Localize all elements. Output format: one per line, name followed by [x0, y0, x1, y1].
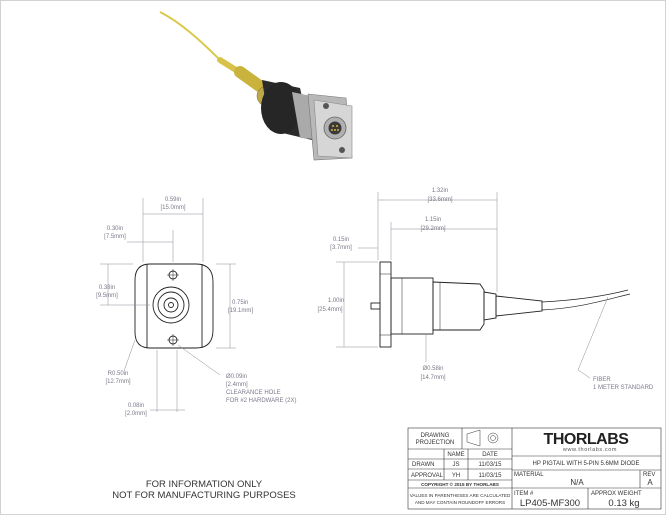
front-lower-in: 0.08in [128, 403, 144, 409]
fiber-label-1: FIBER [593, 377, 611, 383]
mount-hole-top [323, 103, 329, 109]
values-note-2: AND MAY CONTAIN ROUNDOFF ERRORS [415, 500, 505, 505]
side-body-mm: [29.2mm] [420, 226, 445, 232]
weight-label: APPROX WEIGHT [591, 491, 642, 497]
side-flange-in: 0.15in [333, 237, 349, 243]
approval-name: YH [452, 473, 460, 479]
front-socket-mid [157, 291, 185, 319]
notice-line-1: FOR INFORMATION ONLY [146, 479, 263, 490]
material-value: N/A [570, 478, 584, 487]
side-fiber-bottom [541, 293, 631, 311]
side-height-mm: [25.4mm] [317, 307, 342, 313]
drawing-projection-2: PROJECTION [416, 440, 455, 446]
rev-value: A [647, 478, 653, 487]
copyright: COPYRIGHT © 2015 BY THORLABS [421, 481, 499, 487]
front-hole-dia-in: Ø0.09in [226, 374, 247, 380]
values-note-1: VALUES IN PARENTHESES ARE CALCULATED [410, 493, 511, 498]
side-fiber-top [541, 289, 629, 303]
diode-pin [337, 129, 339, 131]
material-label: MATERIAL [514, 472, 544, 478]
fiber-cable [159, 11, 223, 63]
side-overall-mm: [33.6mm] [427, 197, 452, 203]
drawn-label: DRAWN [412, 462, 434, 468]
front-radius-mm: [12.7mm] [105, 379, 130, 385]
front-flat-mm: [7.5mm] [104, 234, 126, 240]
side-body-in: 1.15in [425, 217, 441, 223]
front-width-in: 0.59in [165, 197, 181, 203]
col-name: NAME [447, 452, 464, 458]
side-view-dimensions [336, 192, 609, 379]
fiber-label-2: 1 METER STANDARD [593, 385, 654, 391]
side-dia-in: Ø0.58in [422, 366, 443, 372]
front-flange-outline [134, 263, 214, 349]
front-hole-dia-mm: [2.4mm] [226, 382, 248, 388]
side-view [370, 261, 631, 348]
diode-pin [336, 125, 338, 127]
front-socket-inner [163, 297, 179, 313]
side-flange-mm: [3.7mm] [330, 245, 352, 251]
weight-value: 0.13 kg [608, 498, 639, 509]
front-height-mm: [19.1mm] [228, 308, 253, 314]
front-lower-mm: [2.0mm] [125, 411, 147, 417]
thorlabs-logo: THORLABS [544, 431, 630, 448]
front-width-mm: [15.0mm] [160, 205, 185, 211]
diode-pin [332, 125, 334, 127]
diode-pin [331, 129, 333, 131]
approval-date: 11/03/15 [479, 473, 503, 479]
drawn-name: JS [452, 462, 459, 468]
side-dia-mm: [14.7mm] [420, 375, 445, 381]
side-view-labels: 1.32in [33.6mm] 1.15in [29.2mm] 0.15in [… [317, 188, 653, 391]
front-view [134, 263, 214, 349]
front-flat-in: 0.30in [107, 226, 123, 232]
diode-socket-inner [328, 121, 342, 135]
side-height-in: 1.00in [328, 298, 344, 304]
front-radius-in: R0.50in [108, 371, 129, 377]
front-hole-note-1: CLEARANCE HOLE [226, 390, 281, 396]
drawing-projection-1: DRAWING [421, 433, 450, 439]
front-socket-outer [152, 286, 190, 324]
front-hole-note-2: FOR #2 HARDWARE (2X) [226, 398, 296, 404]
projection-symbol [466, 429, 499, 447]
side-overall-in: 1.32in [432, 188, 448, 194]
item-label: ITEM # [514, 491, 534, 497]
front-hole-offset-in: 0.38in [99, 285, 115, 291]
side-collar [483, 291, 497, 321]
front-socket-core [168, 302, 174, 308]
side-barrel [432, 281, 485, 331]
front-view-dimensions [100, 198, 236, 412]
front-height-in: 0.75in [232, 300, 248, 306]
website: www.thorlabs.com [562, 447, 617, 453]
mount-hole-bottom [339, 147, 345, 153]
diode-pin [334, 129, 336, 131]
approval-label: APPROVAL [411, 473, 444, 479]
title-block [407, 427, 662, 510]
side-strain-relief [495, 295, 543, 317]
description: HP PIGTAIL WITH 5-PIN 5.6MM DIODE [533, 461, 640, 467]
isometric-render [159, 11, 353, 161]
title-block-text: DRAWING PROJECTION NAME DATE DRAWN JS 11… [410, 431, 656, 509]
black-body-end [261, 82, 301, 134]
notice-line-2: NOT FOR MANUFACTURING PURPOSES [112, 490, 296, 501]
side-pins [370, 302, 381, 310]
rev-label: REV [643, 472, 655, 478]
front-view-labels: 0.59in [15.0mm] 0.30in [7.5mm] 0.38in [9… [96, 197, 296, 417]
front-hole-offset-mm: [9.5mm] [96, 293, 118, 299]
item-value: LP405-MF300 [520, 498, 580, 509]
drawn-date: 11/03/15 [479, 462, 503, 468]
col-date: DATE [482, 452, 498, 458]
